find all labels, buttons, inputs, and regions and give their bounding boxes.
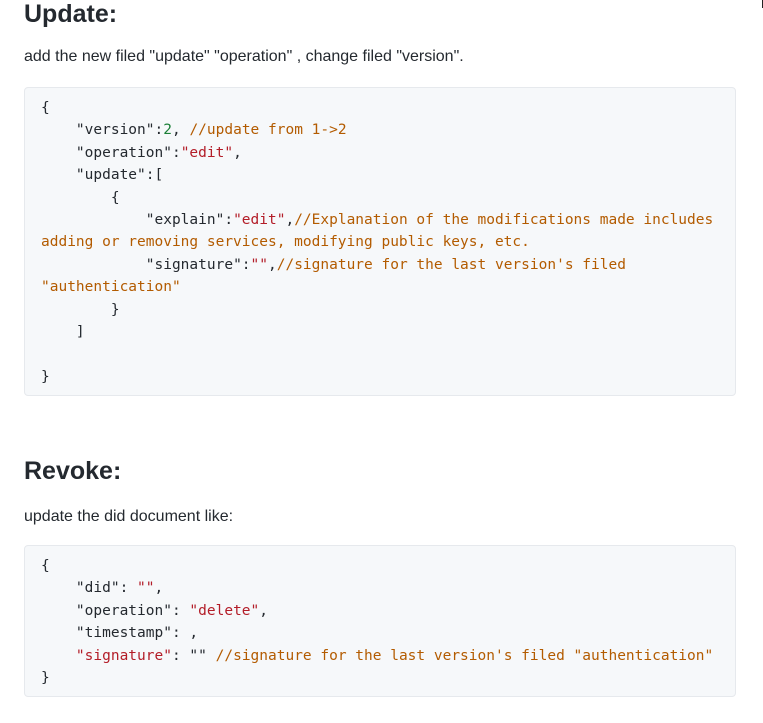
revoke-description: update the did document like: [24, 508, 234, 525]
code-update-close: ] [75, 324, 85, 341]
code-item-open: { [110, 189, 120, 206]
code-value-operation: "edit" [180, 144, 234, 161]
code-key-did: "did" [75, 580, 120, 597]
code-open-brace: { [41, 558, 50, 574]
code-key-operation: "operation" [75, 144, 172, 161]
revoke-code-block[interactable]: { "did": "", "operation": "delete", "tim… [24, 545, 736, 697]
code-comment-signature: //signature for the last version's filed… [215, 647, 714, 664]
code-close-brace: } [41, 670, 50, 687]
code-value-signature: "" [189, 647, 207, 664]
code-value-did: "" [137, 580, 155, 597]
code-key-update: "update" [75, 167, 146, 184]
revoke-heading: Revoke: [24, 457, 122, 485]
code-key-signature: "signature" [145, 256, 242, 273]
update-code: { "version":2, //update from 1->2 "opera… [41, 100, 714, 385]
code-comment-signature-1: //signature for the last version's filed [276, 256, 626, 273]
code-comment-explain-1: //Explanation of the modifications made … [294, 212, 714, 229]
code-key-timestamp: "timestamp" [75, 625, 172, 642]
code-key-operation: "operation" [75, 602, 172, 619]
update-code-block[interactable]: { "version":2, //update from 1->2 "opera… [24, 87, 736, 396]
code-value-operation: "delete" [189, 602, 260, 619]
code-value-explain: "edit" [233, 212, 286, 229]
code-key-signature: "signature" [75, 647, 172, 664]
code-comment-explain-2: adding or removing services, modifying p… [41, 234, 530, 251]
update-heading: Update: [24, 0, 118, 28]
code-value-version: 2 [163, 122, 172, 139]
code-value-signature: "" [250, 256, 268, 273]
update-description: add the new filed "update" "operation" ,… [24, 48, 464, 65]
code-item-close: } [110, 301, 120, 318]
code-close-brace: } [41, 368, 50, 385]
revoke-code: { "did": "", "operation": "delete", "tim… [41, 558, 714, 687]
code-open-brace: { [41, 100, 50, 116]
code-comment-version: //update from 1->2 [189, 122, 347, 139]
code-update-open: [ [154, 167, 164, 184]
code-key-explain: "explain" [145, 212, 225, 229]
code-comment-signature-2: "authentication" [41, 279, 181, 296]
code-key-version: "version" [75, 122, 155, 139]
